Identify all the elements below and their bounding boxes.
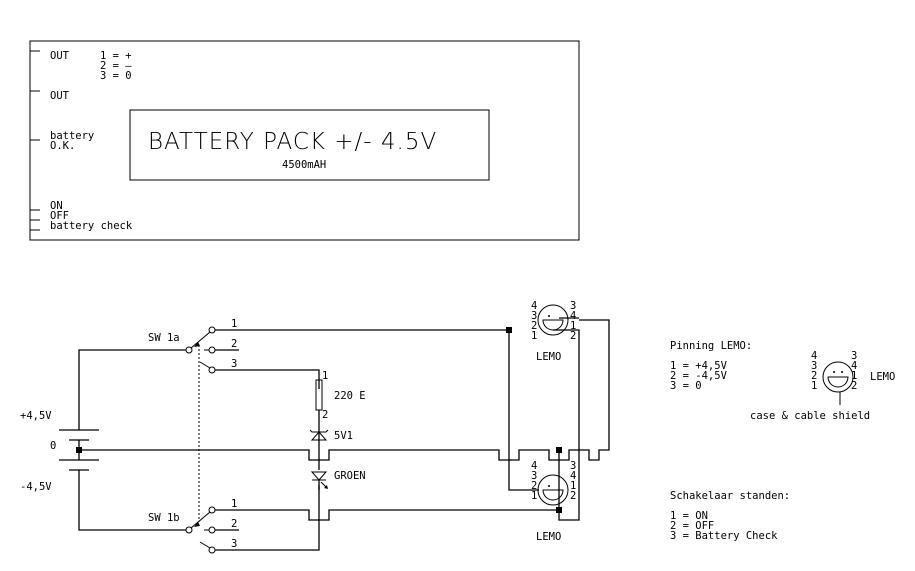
- battery-minus-label: -4,5V: [20, 481, 52, 493]
- switch-legend-line-3: 3 = Battery Check: [670, 530, 778, 542]
- legend-pin: 2: [851, 380, 857, 392]
- sw1b-pos-label-2: 2: [231, 518, 237, 530]
- wire-plus-to-sw1a: [78, 349, 186, 430]
- battery-ok-label-1: battery: [50, 130, 94, 142]
- legend-pin: 4: [811, 350, 817, 362]
- sw1a-common-contact: [185, 346, 193, 354]
- capacity-label: 4500mAH: [282, 159, 326, 171]
- lemo-bottom-pin: 4: [531, 460, 537, 472]
- legend-pin: 1: [811, 380, 817, 392]
- out2-label: OUT: [50, 90, 70, 102]
- lemo-bottom-pin: 2: [531, 480, 537, 492]
- wire-minus-to-sw1b: [78, 470, 186, 531]
- lemo-top-pin: 1: [531, 330, 537, 342]
- title-label: BATTERY PACK +/- 4.5V: [148, 129, 437, 155]
- sw1b-pos-label-3: 3: [231, 538, 237, 550]
- sw1a-lever: [190, 331, 211, 349]
- sw1a-pos-label-3: 3: [231, 358, 237, 370]
- lemo-bottom-label: LEMO: [536, 531, 561, 543]
- sw1b-common-contact: [185, 526, 193, 534]
- sw1a-pos-label-1: 1: [231, 318, 237, 330]
- sw1b-lever-arrow: [194, 522, 200, 527]
- led-groen: GROEN: [310, 470, 366, 490]
- led-label: GROEN: [334, 470, 366, 482]
- battery-zero-label: 0: [50, 440, 56, 452]
- lemo-bottom-pin: 3: [531, 470, 537, 482]
- switch-sw1a: SW 1a 1 2 3: [148, 318, 509, 380]
- sw1b-contact-2: [208, 526, 216, 534]
- legend-lemo-label: LEMO: [870, 371, 895, 383]
- switch-label-off: OFF: [50, 210, 69, 222]
- resistor-label: 220 E: [334, 390, 366, 402]
- wire-sw1b-pos3: [215, 485, 320, 551]
- resistor-pin2: 2: [322, 409, 328, 421]
- battery-symbol: +4,5V 0 -4,5V: [20, 410, 99, 493]
- lemo-bottom-pin: 2: [570, 490, 576, 502]
- sw1a-label: SW 1a: [148, 332, 180, 344]
- zener-5v1: 5V1: [309, 429, 353, 470]
- pin-legend-line-3: 3 = 0: [100, 70, 132, 82]
- wire-zero-rail: [79, 319, 610, 461]
- title-label-box: [129, 109, 490, 181]
- legend-pinning: Pinning LEMO: 1 = +4,5V 2 = -4,5V 3 = 0 …: [670, 340, 895, 422]
- lemo-connector-bottom: 4 3 2 1 3 4 1 2 LEMO: [531, 447, 576, 543]
- lemo-top-label: LEMO: [536, 351, 561, 363]
- lemo-top-pin: 3: [570, 300, 576, 312]
- sw1a-contact-2: [208, 346, 216, 354]
- resistor-pin1: 1: [322, 370, 328, 382]
- shield-note: case & cable shield: [750, 410, 870, 422]
- pinning-line-2: 2 = -4,5V: [670, 370, 728, 382]
- pinning-line-3: 3 = 0: [670, 380, 702, 392]
- legend-switch: Schakelaar standen: 1 = ON 2 = OFF 3 = B…: [670, 490, 790, 542]
- sw1b-lever: [190, 511, 211, 529]
- resistor-220e: 1 2 220 E: [315, 370, 366, 430]
- legend-pin: 3: [851, 350, 857, 362]
- lemo-top-pin: 3: [531, 310, 537, 322]
- switch-sw1b: SW 1b 1 2 3: [148, 460, 580, 554]
- switch-legend-line-2: 2 = OFF: [670, 520, 714, 532]
- pinning-title: Pinning LEMO:: [670, 340, 752, 352]
- wire-sw1b-pos1: [215, 460, 580, 521]
- pin-legend-line-2: 2 = –: [100, 60, 132, 72]
- lemo-bottom-pin: 4: [570, 470, 576, 482]
- lemo-bottom-pin: 1: [531, 490, 537, 502]
- zener-label: 5V1: [334, 430, 353, 442]
- wire-sw1a-pos3: [215, 369, 320, 380]
- lemo-top-body: [537, 304, 569, 336]
- lemo-bottom-pin: 1: [570, 480, 576, 492]
- switch-label-on: ON: [50, 200, 63, 212]
- switch-legend-title: Schakelaar standen:: [670, 490, 790, 502]
- lemo-top-pin: 2: [570, 330, 576, 342]
- lemo-top-pin: 4: [531, 300, 537, 312]
- sw1b-pos-label-1: 1: [231, 498, 237, 510]
- lemo-top-pin: 2: [531, 320, 537, 332]
- battery-plus-label: +4,5V: [20, 410, 52, 422]
- pinning-line-1: 1 = +4,5V: [670, 360, 728, 372]
- out1-label: OUT: [50, 50, 70, 62]
- legend-pin: 4: [851, 360, 857, 372]
- legend-lemo-symbol: [822, 361, 854, 393]
- lemo-bottom-body: [537, 474, 569, 506]
- legend-pin: 3: [811, 360, 817, 372]
- lemo-connector-top: 4 3 2 1 3 4 1 2 LEMO: [506, 300, 580, 491]
- battery-ok-label-2: O.K.: [50, 140, 75, 152]
- switch-label-check: battery check: [50, 220, 133, 232]
- lemo-top-pin: 1: [570, 320, 576, 332]
- lemo-bottom-pin: 3: [570, 460, 576, 472]
- sw1a-pos-label-2: 2: [231, 338, 237, 350]
- legend-pin: 2: [811, 370, 817, 382]
- lemo-top-pin: 4: [570, 310, 576, 322]
- switch-legend-line-1: 1 = ON: [670, 510, 708, 522]
- sw1b-label: SW 1b: [148, 512, 180, 524]
- pin-legend-line-1: 1 = +: [100, 50, 132, 62]
- front-panel: OUT 1 = + 2 = – 3 = 0 OUT battery O.K. O…: [29, 40, 580, 241]
- legend-pin: 1: [851, 370, 857, 382]
